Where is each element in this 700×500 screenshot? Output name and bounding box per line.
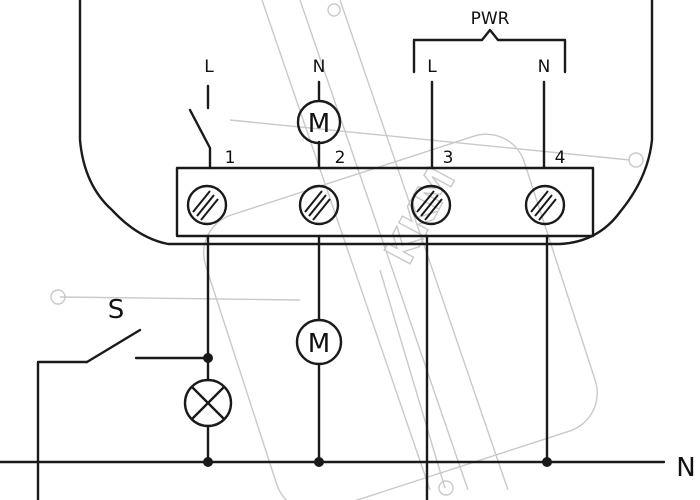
terminal-1-top-label: L	[204, 57, 214, 77]
junction-dot	[203, 353, 213, 363]
pwr-bracket	[412, 28, 567, 74]
junction-dot	[314, 457, 324, 467]
motor-internal-circle	[296, 99, 342, 145]
terminal-block	[175, 166, 595, 238]
lamp-symbol	[183, 378, 233, 428]
watermark: KKM	[50, 0, 644, 500]
terminal-number-4: 4	[555, 148, 566, 168]
terminal-number-1: 1	[225, 148, 236, 168]
terminal-screw-4	[524, 184, 566, 226]
motor-internal-label: M	[308, 109, 330, 139]
terminal-2-top-label: N	[313, 57, 326, 77]
terminal-screw-3	[410, 184, 452, 226]
internal-wiring	[188, 80, 546, 170]
terminal-3-top-label: L	[427, 57, 437, 77]
external-wiring	[36, 234, 549, 500]
terminal-screw-1	[186, 184, 228, 226]
junction-dot	[203, 457, 213, 467]
switch-label: S	[108, 295, 125, 325]
motor-external-circle	[295, 318, 343, 366]
device-housing	[78, 0, 654, 246]
terminal-number-3: 3	[443, 148, 454, 168]
terminal-screw-2	[298, 184, 340, 226]
pwr-label: PWR	[471, 9, 510, 29]
terminal-4-top-label: N	[538, 57, 551, 77]
junction-dot	[542, 457, 552, 467]
neutral-label: N	[676, 453, 695, 483]
terminal-number-2: 2	[335, 148, 346, 168]
motor-external-label: M	[308, 329, 330, 359]
watermark-text: KKM	[376, 160, 464, 271]
